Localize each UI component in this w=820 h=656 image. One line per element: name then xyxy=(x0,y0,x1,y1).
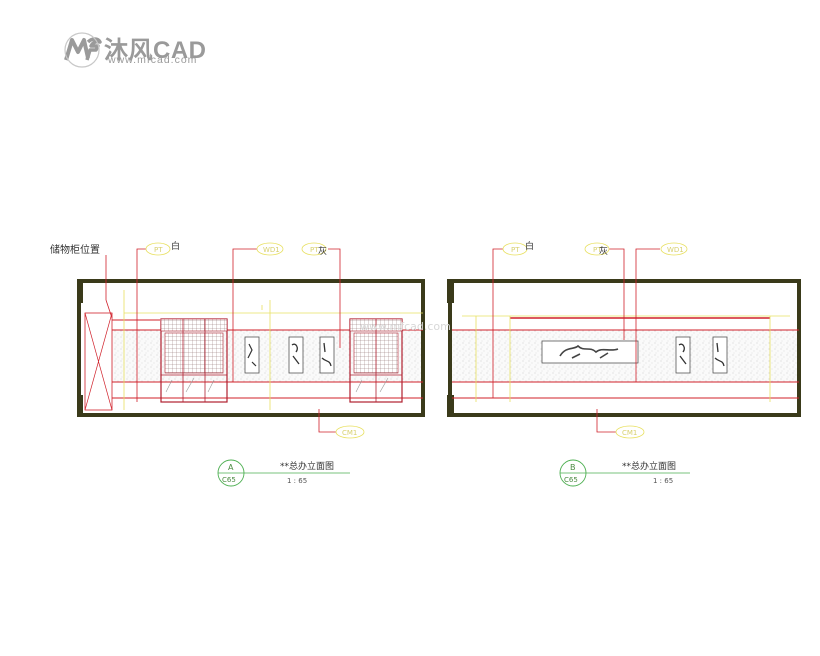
leader-grey-a xyxy=(328,248,341,348)
scroll-painting-b-2 xyxy=(712,336,728,374)
tag-pt-b-2-text: PT xyxy=(593,246,602,254)
leader-storage-a xyxy=(105,255,113,319)
glass-reflections-left-a xyxy=(165,377,215,393)
marker-sheet-b: C65 xyxy=(564,476,578,484)
door-grille-top-left-a xyxy=(160,318,228,332)
tag-pt-a-text: PT xyxy=(154,246,163,254)
door-mullions-right-a xyxy=(350,319,402,402)
tag-cm-b xyxy=(615,425,645,439)
door-grille-mid-left-a xyxy=(164,332,224,374)
center-watermark: www.mfcad.com xyxy=(360,320,451,333)
leader-cm-a xyxy=(318,409,338,433)
wall-cap-b-left-bottom xyxy=(447,395,454,417)
marker-letter-a: A xyxy=(228,463,234,472)
tag-wd-b xyxy=(660,242,688,256)
logo-brand: 沐风CAD xyxy=(104,37,207,64)
leader-cm-b xyxy=(596,409,616,433)
tag-pt-a-2-text: PT xyxy=(310,246,319,254)
wall-cap-a-left-top xyxy=(77,279,83,303)
storage-position-label: 储物柜位置 xyxy=(50,243,100,256)
word-grey-a: 灰 xyxy=(318,245,327,257)
elevation-a: PT WD1 PT CM1 白 灰 储物柜位置 A C65 **总办立面图 1 … xyxy=(50,240,425,487)
wall-cap-b-left-top xyxy=(447,279,454,303)
tag-wd-a-text: WD1 xyxy=(263,246,280,254)
tag-pt-a-2 xyxy=(301,242,327,256)
leader-wd-a xyxy=(232,248,258,382)
tag-wd-b-text: WD1 xyxy=(667,246,684,254)
tag-pt-a xyxy=(145,242,171,256)
tag-wd-a xyxy=(256,242,284,256)
glass-reflections-right-a xyxy=(355,377,389,393)
leader-pt-a xyxy=(136,248,148,402)
leader-grey-b xyxy=(608,248,625,340)
scroll-painting-a-3 xyxy=(319,336,335,374)
elevation-title-b: **总办立面图 xyxy=(622,460,676,472)
marker-sheet-a: C65 xyxy=(222,476,236,484)
leader-pt-b xyxy=(492,248,504,398)
elevation-scale-b: 1 : 65 xyxy=(653,477,673,485)
room-frame-a xyxy=(77,279,425,417)
yellow-verticals-b xyxy=(475,316,771,402)
elevation-b: PT PT WD1 CM1 白 灰 B C65 **总办立面图 1 : 65 xyxy=(447,240,801,487)
tag-cm-a-text: CM1 xyxy=(342,429,357,437)
scroll-painting-a-2 xyxy=(288,336,304,374)
cabinet-cross-a xyxy=(84,312,113,411)
logo-url: www.mfcad.com xyxy=(108,54,198,66)
scroll-paintings-a xyxy=(244,336,335,374)
tag-pt-b-text: PT xyxy=(511,246,520,254)
tag-pt-b-2 xyxy=(584,242,610,256)
wall-cap-a-left-bottom xyxy=(77,395,83,417)
band-lines-a xyxy=(112,319,423,399)
word-grey-b: 灰 xyxy=(599,245,608,257)
elevation-title-a: **总办立面图 xyxy=(280,460,334,472)
storage-cabinet-a xyxy=(84,312,113,411)
tag-pt-b xyxy=(502,242,528,256)
word-white-a: 白 xyxy=(171,240,180,252)
word-white-b: 白 xyxy=(525,240,534,252)
room-frame-b xyxy=(448,279,801,417)
mfcad-logo-icon xyxy=(64,32,102,68)
tag-cm-a xyxy=(335,425,365,439)
marker-letter-b: B xyxy=(570,463,576,472)
elevation-scale-a: 1 : 65 xyxy=(287,477,307,485)
scroll-painting-a-1 xyxy=(244,336,260,374)
leader-wd-b xyxy=(635,248,660,382)
scroll-painting-b-1 xyxy=(675,336,691,374)
door-mullions-left-a xyxy=(161,319,227,402)
tag-cm-b-text: CM1 xyxy=(622,429,637,437)
horse-painting-b xyxy=(541,340,639,364)
yellow-verticals-a xyxy=(123,290,271,410)
mfcad-logo: 沐风CAD www.mfcad.com xyxy=(62,30,222,72)
